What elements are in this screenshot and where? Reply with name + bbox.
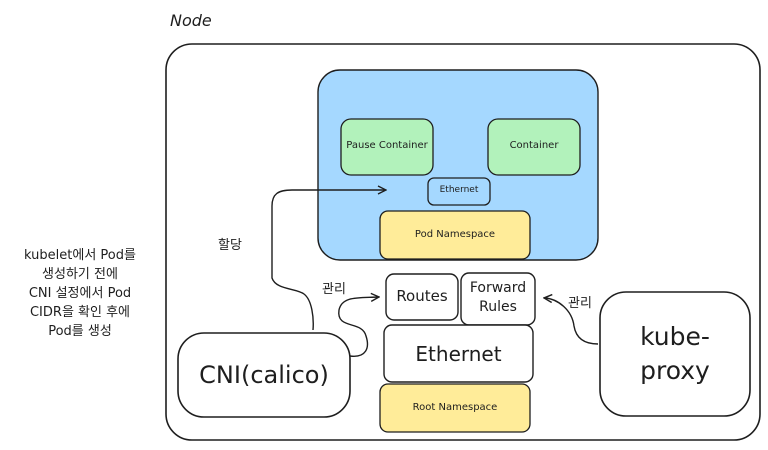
pod-ethernet-label: Ethernet — [439, 185, 479, 195]
root-namespace-label: Root Namespace — [412, 402, 498, 413]
assign-arrow — [271, 190, 385, 331]
manage-proxy-edge-label: 관리 — [568, 296, 592, 311]
container-label: Container — [509, 140, 559, 151]
pod-namespace-box — [379, 210, 531, 260]
side-note-line-3: CNI 설정에서 Pod — [28, 286, 132, 301]
side-note-line-1: kubelet에서 Pod를 — [24, 248, 136, 263]
assign-edge-label: 할당 — [218, 238, 242, 253]
container-box — [487, 118, 581, 176]
side-note: kubelet에서 Pod를 생성하기 전에 CNI 설정에서 Pod CIDR… — [2, 246, 158, 341]
routes-box — [385, 273, 459, 321]
manage-cni-arrow — [338, 297, 378, 357]
side-note-line-5: Pod를 생성 — [48, 324, 112, 339]
root-namespace-box — [379, 383, 531, 433]
pause-container-label: Pause Container — [346, 140, 428, 151]
side-note-line-4: CIDR을 확인 후에 — [29, 305, 131, 320]
side-note-line-2: 생성하기 전에 — [42, 267, 118, 282]
manage-proxy-arrow — [545, 298, 599, 345]
pause-container-box — [340, 118, 434, 176]
root-ethernet-box — [383, 324, 534, 383]
cni-label: CNI(calico) — [199, 361, 329, 389]
root-ethernet-label: Ethernet — [415, 342, 502, 366]
cni-box — [177, 332, 351, 418]
node-title: Node — [170, 11, 212, 30]
routes-label: Routes — [396, 287, 448, 305]
kube-proxy-label-line1: kube- — [640, 322, 710, 351]
kube-proxy-label-line2: proxy — [640, 356, 710, 385]
manage-cni-edge-label: 관리 — [322, 282, 346, 297]
forward-rules-label-line2: Rules — [479, 299, 517, 315]
forward-rules-label-line1: Forward — [469, 280, 527, 296]
pod-namespace-label: Pod Namespace — [414, 229, 496, 240]
pod-ethernet-box — [427, 177, 491, 206]
kube-proxy-box — [599, 291, 751, 417]
